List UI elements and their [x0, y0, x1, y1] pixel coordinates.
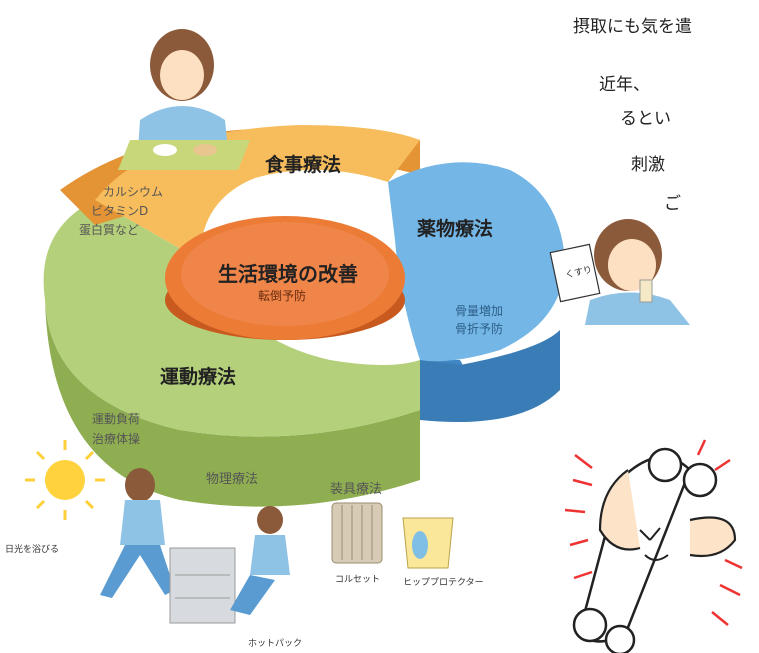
center-subtitle: 転倒予防	[258, 289, 307, 303]
diet-item-2: ビタミンD	[91, 204, 149, 218]
corset-illustration	[331, 502, 383, 564]
orthotic-title: 装具療法	[330, 482, 383, 497]
hip-protector-illustration	[402, 517, 454, 569]
exercise-item-1: 運動負荷	[92, 412, 141, 426]
header-line-5: ご	[664, 194, 681, 214]
corset-caption: コルセット	[335, 575, 381, 585]
diet-title: 食事療法	[265, 154, 342, 176]
hotpack-caption: ホットパック	[248, 639, 303, 649]
sun-caption: 日光を浴びる	[5, 545, 60, 555]
sun-illustration	[25, 440, 105, 520]
diet-item-3: 蛋白質など	[79, 223, 140, 237]
seated-woman-illustration	[169, 506, 290, 624]
walking-woman-illustration	[100, 468, 175, 598]
physical-title: 物理療法	[206, 472, 259, 487]
header-line-1: 摂取にも気を遣	[573, 17, 692, 37]
exercise-item-2: 治療体操	[92, 432, 141, 446]
header-line-3: るとい	[620, 109, 671, 129]
drug-item-2: 骨折予防	[455, 322, 504, 336]
center-title: 生活環境の改善	[218, 262, 358, 286]
bone-character-illustration	[564, 439, 743, 653]
drug-item-1: 骨量増加	[455, 304, 504, 318]
woman-eating-illustration	[118, 29, 250, 170]
woman-medicine-illustration	[549, 219, 690, 325]
drug-title: 薬物療法	[417, 218, 494, 240]
exercise-title: 運動療法	[160, 366, 237, 388]
header-line-4: 刺激	[631, 155, 665, 175]
header-line-2: 近年、	[599, 75, 650, 95]
hip-caption: ヒッププロテクター	[403, 578, 484, 588]
diet-item-1: カルシウム	[103, 185, 164, 199]
